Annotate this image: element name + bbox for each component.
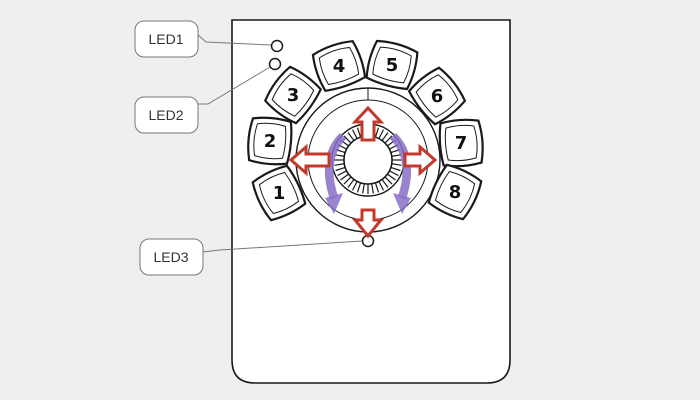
key-face (444, 124, 478, 162)
knob-ridge (381, 179, 389, 188)
key-face (271, 73, 315, 117)
knob-ridge (384, 135, 393, 144)
key-frame (427, 163, 483, 221)
arrow-up-icon (351, 105, 385, 142)
key-1[interactable] (250, 163, 308, 223)
key-4-label: 4 (333, 56, 346, 77)
led2-label: LED2 (148, 107, 183, 123)
knob-ridge (374, 182, 380, 193)
arrow-left-icon (288, 143, 331, 177)
led3-leader (201, 240, 363, 253)
knob-ridge (378, 181, 384, 191)
key-4[interactable] (310, 38, 367, 93)
key-2-label: 2 (264, 131, 277, 152)
led3-callout: LED3 (139, 238, 204, 276)
knob-ridge (391, 163, 402, 166)
knob-ridge (371, 183, 374, 194)
led2-callout: LED2 (134, 96, 199, 134)
knob-ridge (347, 132, 355, 141)
key-6[interactable] (406, 65, 468, 127)
led2-leader (197, 66, 271, 105)
knob-ridge (343, 176, 352, 185)
knob-ridge (381, 132, 389, 141)
knob-ridge (347, 179, 355, 188)
arrow-down-icon (351, 208, 385, 239)
knob-ridge (387, 173, 396, 181)
key-frame (311, 40, 367, 93)
key-7-label: 7 (455, 133, 468, 154)
key-3[interactable] (262, 64, 323, 126)
knob-ridge (378, 129, 384, 139)
knob-ridge (352, 181, 358, 191)
knob-ridge (390, 166, 401, 172)
key-face (415, 74, 459, 118)
knob-ridge (335, 166, 346, 172)
key-5-label: 5 (386, 55, 399, 76)
knob-ridge (374, 127, 380, 138)
key-frame (251, 164, 307, 222)
knob-ridge (340, 173, 349, 181)
rotate-cw-icon (390, 133, 412, 214)
knob-ridge (337, 170, 347, 176)
led1-indicator (270, 39, 284, 53)
key-face (318, 47, 360, 85)
key-5[interactable] (364, 38, 420, 91)
key-face (258, 171, 300, 215)
key-1-label: 1 (273, 183, 286, 204)
led1-label: LED1 (148, 31, 183, 47)
led2-indicator (268, 57, 282, 71)
knob-ridge (352, 129, 358, 139)
key-7[interactable] (438, 118, 484, 168)
key-frame (407, 66, 467, 126)
key-frame (263, 65, 323, 125)
key-8-label: 8 (449, 182, 462, 203)
key-8[interactable] (426, 162, 484, 222)
led1-callout: LED1 (134, 20, 199, 58)
led3-label: LED3 (153, 249, 188, 265)
key-face (434, 170, 476, 214)
knob-ridge (356, 127, 362, 138)
key-ring: 1 2 3 4 5 6 7 8 (247, 38, 484, 223)
knob-ridge (356, 182, 362, 193)
key-face (372, 46, 412, 84)
knob-ridge (362, 183, 365, 194)
rotary-knob-icon[interactable] (334, 126, 402, 194)
knob-ridge (389, 170, 399, 176)
arrow-right-icon (403, 143, 438, 177)
key-6-label: 6 (431, 86, 444, 107)
led1-leader (196, 33, 272, 46)
knob-ridge (384, 176, 393, 185)
rotate-ccw-icon (324, 133, 346, 214)
key-frame (438, 118, 484, 168)
knob-ridge (334, 163, 345, 166)
key-3-label: 3 (287, 85, 300, 106)
knob-ridge (343, 135, 352, 144)
key-face (253, 122, 287, 160)
